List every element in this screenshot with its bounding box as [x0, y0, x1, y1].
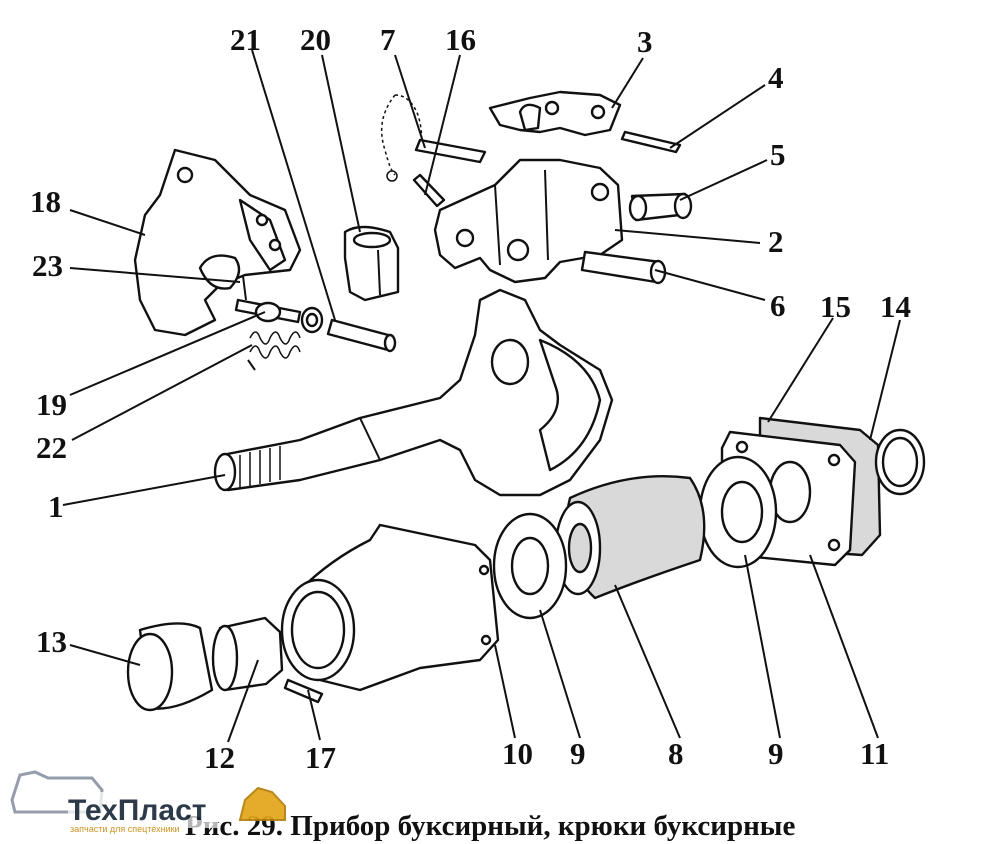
- label-part-13: 13: [36, 624, 67, 659]
- label-part-18: 18: [30, 184, 61, 219]
- label-part-6: 6: [770, 288, 786, 323]
- part-latch-block: [343, 225, 400, 302]
- label-part-9-left: 9: [570, 736, 586, 771]
- label-part-23: 23: [32, 248, 63, 283]
- part-chain: [380, 94, 423, 182]
- label-part-20: 20: [300, 22, 331, 57]
- part-end-cap: [126, 622, 214, 712]
- part-latch-lever: [488, 90, 622, 137]
- label-part-16: 16: [445, 22, 476, 57]
- logo-tagline: запчасти для спецтехники: [70, 824, 180, 834]
- label-part-11: 11: [860, 736, 889, 771]
- label-part-12: 12: [204, 740, 235, 775]
- part-housing: [280, 523, 500, 692]
- part-small-pin: [620, 130, 682, 154]
- label-part-19: 19: [36, 387, 67, 422]
- label-part-5: 5: [770, 137, 786, 172]
- part-labels: 1 2 3 4 5 6 7 8 9 9 10 11 12 13 14 15 16…: [30, 22, 911, 775]
- label-part-10: 10: [502, 736, 533, 771]
- part-axle-pin: [326, 318, 397, 353]
- part-castle-nut: [211, 616, 284, 692]
- label-part-2: 2: [768, 224, 784, 259]
- label-part-8: 8: [668, 736, 684, 771]
- label-part-7: 7: [380, 22, 396, 57]
- label-part-1: 1: [48, 489, 64, 524]
- part-hook-jaw: [133, 148, 302, 337]
- label-part-9-right: 9: [768, 736, 784, 771]
- techplast-logo: ТехПласт запчасти для спецтехники: [10, 770, 286, 834]
- part-rubber-bushing: [554, 475, 706, 600]
- part-cotter-pin: [412, 138, 487, 208]
- part-washer-right: [698, 455, 778, 569]
- part-spring: [247, 331, 301, 371]
- label-part-3: 3: [637, 24, 653, 59]
- logo-name: ТехПласт: [68, 794, 207, 827]
- part-hook-shaft: [213, 288, 614, 497]
- part-split-pin: [283, 678, 324, 704]
- figure-caption: Рис. 29. Прибор буксирный, крюки буксирн…: [185, 810, 795, 842]
- label-part-21: 21: [230, 22, 261, 57]
- part-bracket: [433, 158, 624, 284]
- label-part-15: 15: [820, 289, 851, 324]
- part-o-ring: [874, 428, 926, 496]
- label-part-22: 22: [36, 430, 67, 465]
- part-bolt: [628, 192, 693, 222]
- part-long-bolt: [580, 250, 667, 285]
- label-part-17: 17: [305, 740, 336, 775]
- part-latch-pin: [234, 275, 324, 334]
- part-washer-left: [492, 512, 568, 620]
- leader-lines: [62, 49, 901, 743]
- label-part-14: 14: [880, 289, 911, 324]
- label-part-4: 4: [768, 60, 784, 95]
